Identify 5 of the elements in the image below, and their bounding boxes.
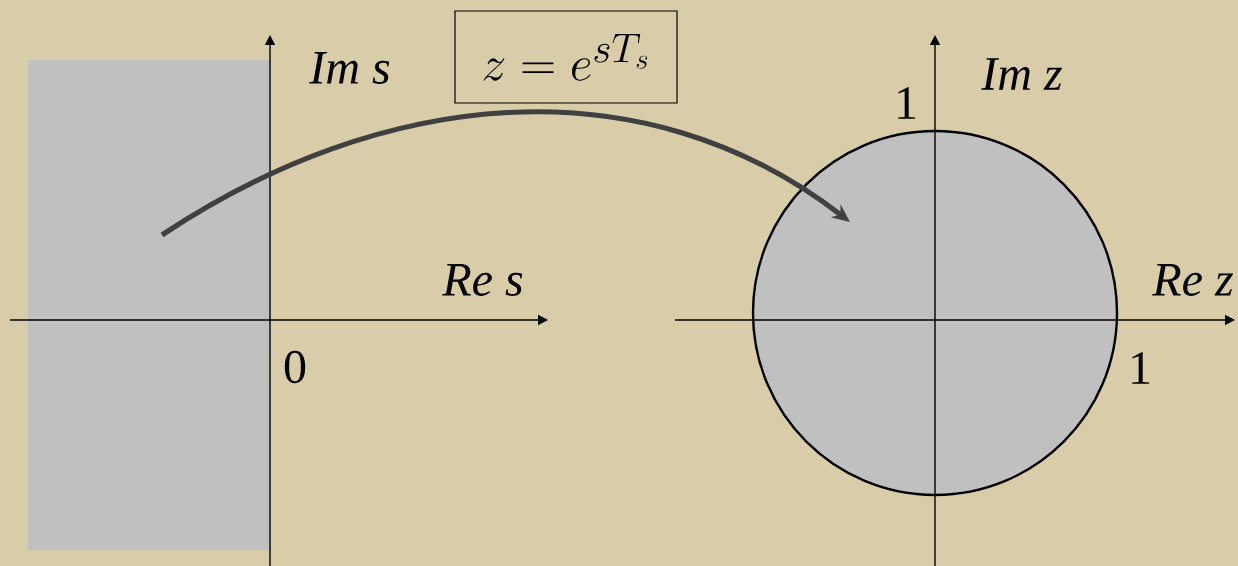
shaded-region: [28, 60, 270, 550]
axis-label: Re s: [442, 264, 523, 296]
formula-box: $z = e^{sT_s}$: [454, 10, 678, 104]
unit-disk: [751, 129, 1119, 497]
axis-label: Im s: [309, 52, 390, 84]
